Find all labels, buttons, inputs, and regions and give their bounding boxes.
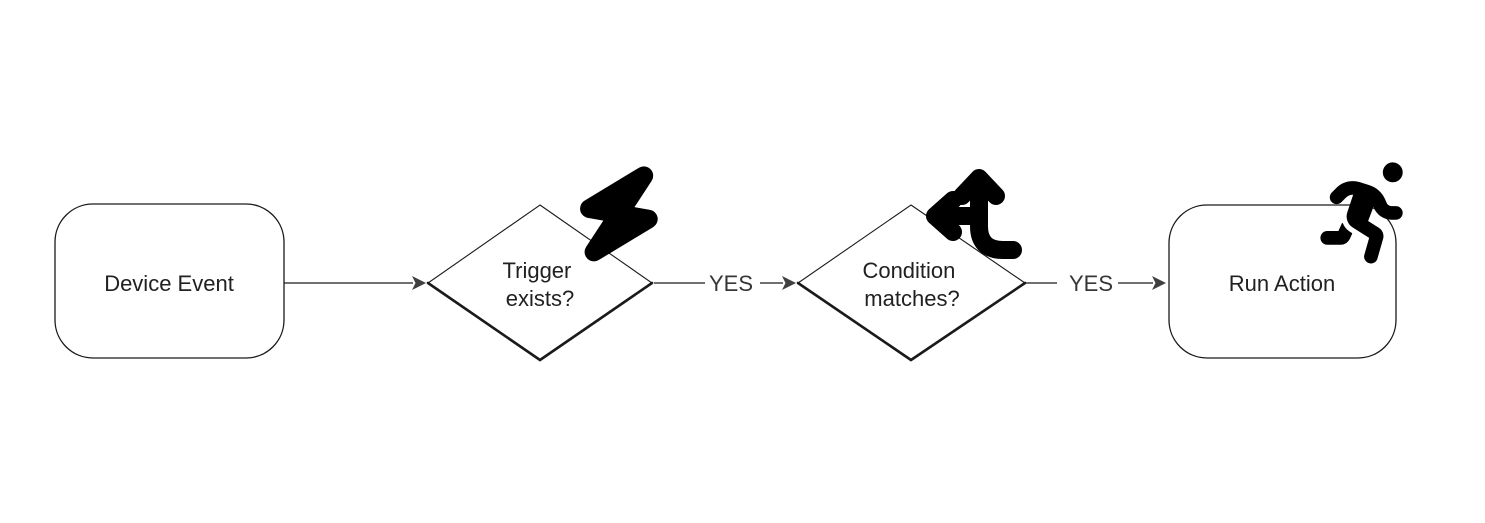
device-event-label: Device Event [104, 271, 234, 296]
node-device-event: Device Event [54, 203, 285, 359]
trigger-exists-label: Trigger exists? [503, 258, 578, 311]
lightning-bolt-icon [580, 166, 658, 262]
node-condition-matches: Condition matches? [796, 169, 1027, 362]
condition-matches-label: Condition matches? [862, 258, 961, 311]
person-running-icon [1320, 162, 1403, 264]
split-arrows-up-left-icon [926, 169, 1022, 259]
arrowhead-icon [412, 276, 426, 290]
edge-condition-matches-to-run-action: YES [1026, 271, 1166, 296]
run-action-label: Run Action [1229, 271, 1335, 296]
edge-label-yes: YES [1069, 271, 1113, 296]
edge-device-event-to-trigger-exists [284, 276, 426, 290]
edge-trigger-exists-to-condition-matches: YES [654, 271, 796, 296]
device-event-shape [54, 203, 285, 359]
arrowhead-icon [1152, 276, 1166, 290]
condition-matches-shape-shadow-edge [796, 281, 1027, 362]
trigger-exists-shape-shadow-edge [426, 281, 654, 362]
node-run-action: Run Action [1168, 162, 1403, 359]
arrowhead-icon [782, 276, 796, 290]
edge-label-yes: YES [709, 271, 753, 296]
node-trigger-exists: Trigger exists? [426, 166, 658, 362]
